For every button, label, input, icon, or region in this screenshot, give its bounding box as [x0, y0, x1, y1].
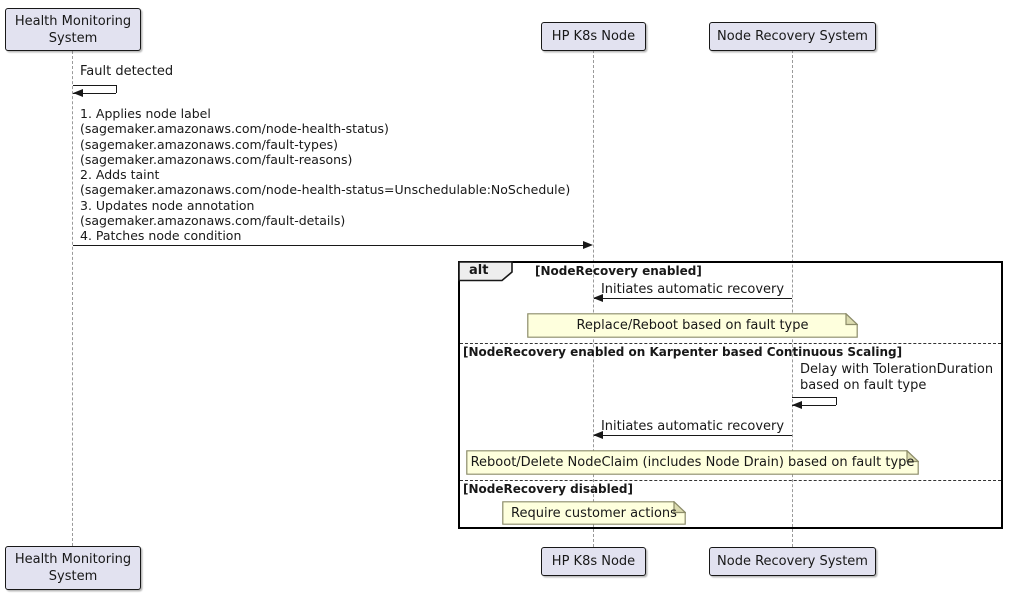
alt-condition-2: [NodeRecovery enabled on Karpenter based…: [463, 345, 903, 359]
self-message-line: [792, 397, 836, 398]
message-initiates-recovery-2: Initiates automatic recovery: [600, 419, 785, 434]
arrowhead-left-icon: [593, 294, 603, 302]
message-line: 1. Applies node label: [80, 106, 211, 121]
self-message-line: [73, 93, 116, 94]
participant-bottom-k8s-node: HP K8s Node: [541, 547, 646, 576]
note-text: Require customer actions: [511, 505, 677, 521]
message-fault-detected-label: Fault detected: [80, 64, 174, 79]
note-shape: [527, 312, 859, 338]
message-line: (sagemaker.amazonaws.com/fault-types): [80, 136, 339, 152]
participant-label: Node Recovery System: [717, 29, 868, 44]
note-customer-actions: Require customer actions: [502, 500, 687, 525]
lifeline-node-recovery: [792, 50, 793, 547]
alt-condition-1: [NodeRecovery enabled]: [535, 264, 702, 278]
participant-label: Health Monitoring: [14, 552, 132, 567]
participant-label: System: [48, 569, 98, 584]
note-replace-reboot: Replace/Reboot based on fault type: [527, 312, 859, 338]
message-delay-line2: based on fault type: [800, 378, 927, 393]
participant-label: HP K8s Node: [551, 29, 636, 44]
message-delay-line1: Delay with TolerationDuration: [800, 362, 994, 377]
participant-top-health-monitoring: Health Monitoring System: [5, 8, 141, 51]
arrowhead-right-icon: [583, 241, 593, 249]
alt-frame-tab: [458, 261, 513, 282]
message-arrow-line: [594, 298, 792, 299]
message-line: (sagemaker.amazonaws.com/fault-details): [80, 213, 346, 229]
lifeline-health-monitoring: [72, 51, 73, 546]
message-line: 4. Patches node condition: [80, 228, 242, 244]
message-line: (sagemaker.amazonaws.com/fault-reasons): [80, 151, 353, 167]
participant-label: Health Monitoring: [14, 13, 132, 29]
participant-bottom-health-monitoring: Health Monitoring System: [5, 546, 141, 590]
participant-label: HP K8s Node: [551, 554, 636, 569]
note-shape: [502, 500, 687, 525]
arrowhead-left-icon: [792, 401, 802, 409]
message-line: (sagemaker.amazonaws.com/node-health-sta…: [80, 182, 571, 198]
arrowhead-left-icon: [593, 431, 603, 439]
participant-label: Node Recovery System: [717, 554, 868, 569]
note-text: Reboot/Delete NodeClaim (includes Node D…: [470, 455, 915, 470]
alt-condition-3: [NodeRecovery disabled]: [463, 482, 633, 496]
note-shape: [466, 449, 920, 475]
message-line: (sagemaker.amazonaws.com/node-health-sta…: [80, 121, 389, 137]
note-reboot-delete: Reboot/Delete NodeClaim (includes Node D…: [466, 449, 920, 475]
participant-bottom-node-recovery: Node Recovery System: [709, 547, 876, 576]
participant-label: System: [48, 30, 98, 46]
message-line: 2. Adds taint: [80, 167, 160, 183]
self-message-line: [116, 85, 117, 93]
alt-frame: [458, 261, 1003, 529]
self-message-line: [73, 85, 116, 86]
message-arrow-line: [594, 435, 792, 436]
alt-keyword: alt: [469, 263, 489, 278]
alt-divider: [460, 480, 1001, 481]
message-arrow-line: [73, 245, 584, 246]
self-message-line: [836, 397, 837, 405]
alt-divider: [460, 343, 1001, 344]
message-node-update-block: 1. Applies node label (sagemaker.amazona…: [80, 106, 570, 244]
participant-top-node-recovery: Node Recovery System: [709, 22, 876, 51]
participant-top-k8s-node: HP K8s Node: [541, 22, 646, 51]
message-initiates-recovery-1: Initiates automatic recovery: [600, 282, 785, 297]
message-line: 3. Updates node annotation: [80, 197, 255, 213]
arrowhead-left-icon: [73, 89, 83, 97]
self-message-line: [792, 405, 836, 406]
note-text: Replace/Reboot based on fault type: [576, 318, 809, 333]
